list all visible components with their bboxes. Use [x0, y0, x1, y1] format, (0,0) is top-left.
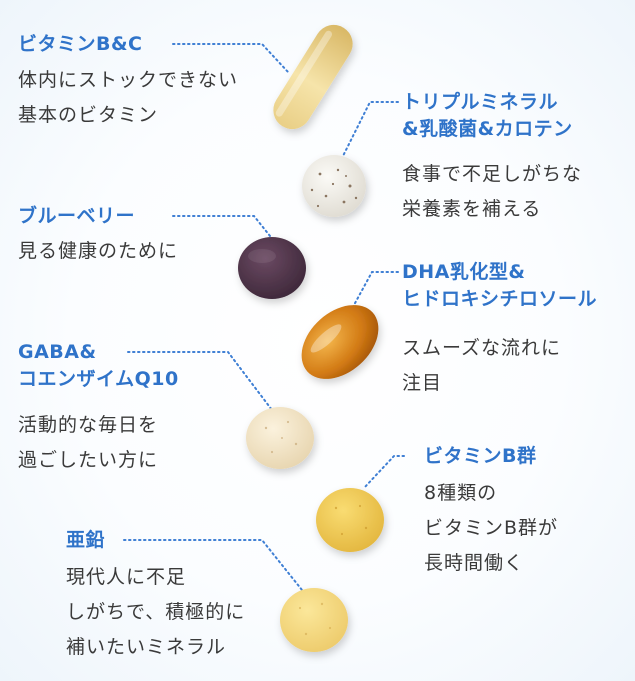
desc-line: 体内にストックできない — [18, 69, 239, 91]
purple-tablet-icon — [238, 237, 306, 299]
label-line: DHA乳化型& — [402, 261, 526, 283]
desc-line: 活動的な毎日を — [18, 414, 159, 436]
desc-vitamin-b-group: 8種類の ビタミンB群が 長時間働く — [424, 476, 558, 581]
desc-line: ビタミンB群が — [424, 517, 559, 539]
desc-line: 基本のビタミン — [18, 104, 159, 126]
label-line: ブルーベリー — [18, 205, 136, 227]
label-line: 亜鉛 — [66, 529, 106, 551]
desc-triple-mineral: 食事で不足しがちな 栄養素を補える — [402, 157, 582, 227]
leader-line-triple-mineral — [339, 101, 399, 163]
desc-line: 過ごしたい方に — [18, 449, 159, 471]
label-line: トリプルミネラル — [402, 91, 559, 113]
capsule-cream-icon — [273, 24, 353, 130]
label-line: GABA& — [18, 341, 97, 363]
leader-line-blueberry — [172, 215, 271, 237]
desc-line: 補いたいミネラル — [66, 636, 227, 658]
label-zinc: 亜鉛 — [66, 527, 105, 554]
label-vitamin-b-group: ビタミンB群 — [424, 443, 536, 470]
desc-line: 見る健康のために — [18, 240, 179, 262]
desc-line: 現代人に不足 — [66, 566, 187, 588]
pale-yellow-tablet-icon — [280, 588, 348, 652]
label-blueberry: ブルーベリー — [18, 203, 135, 230]
beige-tablet-icon — [246, 407, 314, 469]
desc-vitamin-bc: 体内にストックできない 基本のビタミン — [18, 63, 238, 133]
desc-zinc: 現代人に不足 しがちで、積極的に 補いたいミネラル — [66, 560, 245, 665]
desc-blueberry: 見る健康のために — [18, 234, 178, 269]
desc-dha: スムーズな流れに 注目 — [402, 331, 561, 401]
label-dha: DHA乳化型& ヒドロキシチロソール — [402, 259, 597, 313]
speckled-white-tablet-icon — [302, 155, 366, 217]
label-line: コエンザイムQ10 — [18, 368, 179, 390]
label-line: ビタミンB群 — [424, 445, 537, 467]
desc-line: 栄養素を補える — [402, 198, 542, 220]
desc-line: 長時間働く — [424, 552, 525, 574]
desc-line: 食事で不足しがちな — [402, 163, 583, 185]
leader-line-zinc — [123, 539, 303, 591]
leader-line-dha — [347, 271, 399, 317]
label-line: ヒドロキシチロソール — [402, 288, 598, 310]
leader-lines — [123, 43, 405, 591]
leader-line-gaba — [127, 351, 273, 411]
amber-softgel-icon — [301, 305, 379, 379]
label-gaba: GABA& コエンザイムQ10 — [18, 339, 179, 393]
label-line: ビタミンB&C — [18, 33, 143, 55]
label-triple-mineral: トリプルミネラル &乳酸菌&カロテン — [402, 89, 573, 143]
desc-line: スムーズな流れに — [402, 337, 562, 359]
leader-line-vitamin-bc — [172, 43, 289, 73]
yellow-tablet-icon — [316, 488, 384, 552]
desc-gaba: 活動的な毎日を 過ごしたい方に — [18, 408, 158, 478]
label-line: &乳酸菌&カロテン — [402, 118, 573, 140]
label-vitamin-bc: ビタミンB&C — [18, 31, 143, 58]
desc-line: 8種類の — [424, 482, 498, 504]
leader-line-vitamin-b-group — [363, 455, 405, 489]
desc-line: しがちで、積極的に — [66, 601, 246, 623]
desc-line: 注目 — [402, 372, 443, 394]
